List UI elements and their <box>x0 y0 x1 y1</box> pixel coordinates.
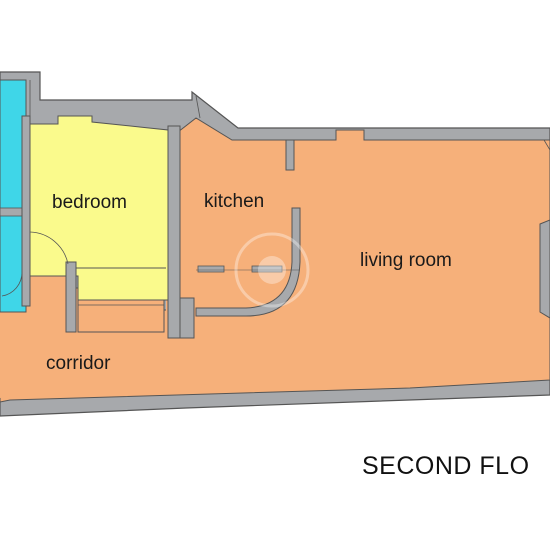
watermark-logo <box>234 232 310 308</box>
window-frame <box>543 139 550 218</box>
kitchen-counter <box>251 265 283 273</box>
bedroom-label: bedroom <box>52 192 127 213</box>
wall-kitchen-stub <box>285 139 295 171</box>
window-mark <box>195 95 201 119</box>
wall-bedroom-east <box>167 125 181 339</box>
wall-lower-stub <box>179 297 195 339</box>
living-room-label: living room <box>360 250 452 271</box>
bay-window <box>539 219 550 319</box>
wall-stair <box>65 261 77 333</box>
kitchen-curve-wall <box>195 207 301 317</box>
kitchen-label: kitchen <box>204 191 264 212</box>
corridor-label: corridor <box>46 353 111 374</box>
kitchen-counter <box>197 265 225 273</box>
wall-bedroom-west <box>21 115 31 307</box>
floor-title: SECOND FLO <box>362 452 530 480</box>
door-swing <box>1 271 23 297</box>
door-swing <box>29 231 69 265</box>
corridor-floor <box>0 262 520 398</box>
